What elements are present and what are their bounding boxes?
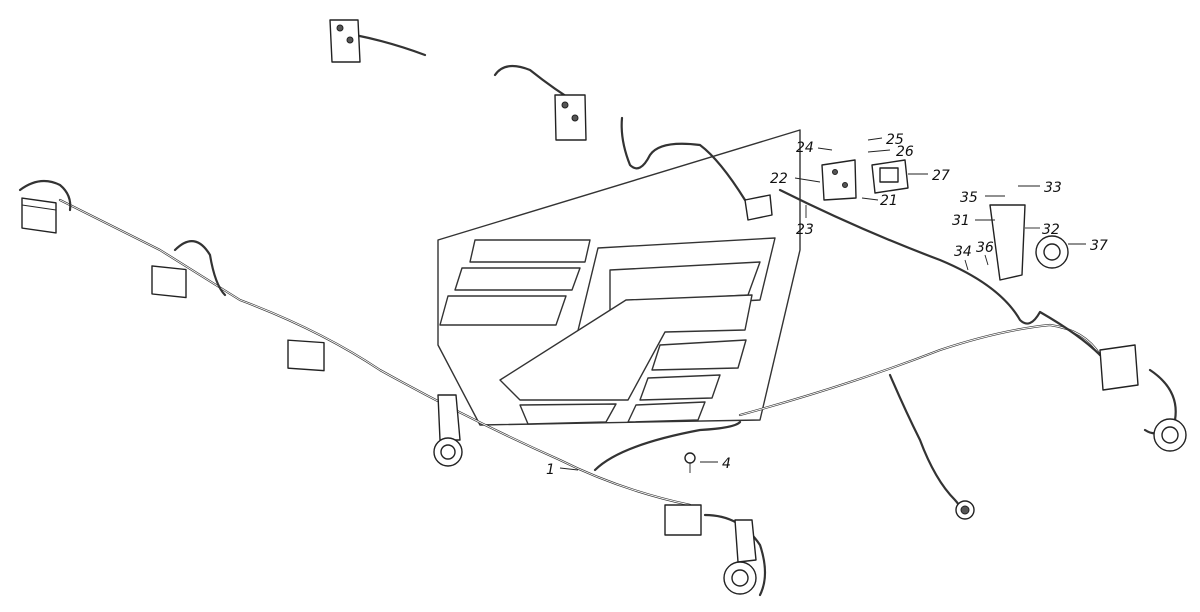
label-37: 37 bbox=[1090, 238, 1108, 254]
label-34: 34 bbox=[954, 244, 972, 260]
label-35: 35 bbox=[960, 190, 978, 206]
label-24: 24 bbox=[796, 140, 814, 156]
background-logo bbox=[437, 129, 801, 426]
lamp-left-2 bbox=[151, 265, 187, 299]
lamp-left-3 bbox=[287, 339, 325, 372]
lamp-left-1 bbox=[21, 197, 57, 234]
lamp-27 bbox=[871, 159, 909, 194]
label-1: 1 bbox=[546, 462, 555, 478]
part-labels: 1 4 21 22 23 24 25 26 27 31 32 33 34 35 … bbox=[546, 132, 1108, 478]
label-27: 27 bbox=[932, 168, 950, 184]
bracket-22 bbox=[821, 159, 857, 201]
label-21: 21 bbox=[880, 193, 898, 209]
label-23: 23 bbox=[796, 222, 814, 238]
label-33: 33 bbox=[1044, 180, 1062, 196]
lamp-rear bbox=[664, 504, 757, 595]
plug-connector bbox=[955, 500, 975, 520]
lamp-top-center bbox=[554, 94, 587, 141]
lamp-right bbox=[1099, 344, 1187, 452]
label-4: 4 bbox=[722, 456, 731, 472]
label-26: 26 bbox=[896, 144, 914, 160]
lamp-top-left bbox=[329, 19, 361, 63]
reflector-left bbox=[433, 394, 463, 467]
label-32: 32 bbox=[1042, 222, 1060, 238]
bracket-31 bbox=[989, 204, 1026, 281]
label-31: 31 bbox=[952, 213, 970, 229]
clip-4 bbox=[684, 452, 696, 473]
connector-center bbox=[744, 194, 773, 221]
label-22: 22 bbox=[770, 171, 788, 187]
label-36: 36 bbox=[976, 240, 994, 256]
lamp-37 bbox=[1035, 235, 1069, 269]
leader-lines bbox=[559, 137, 1086, 471]
label-25: 25 bbox=[886, 132, 904, 148]
